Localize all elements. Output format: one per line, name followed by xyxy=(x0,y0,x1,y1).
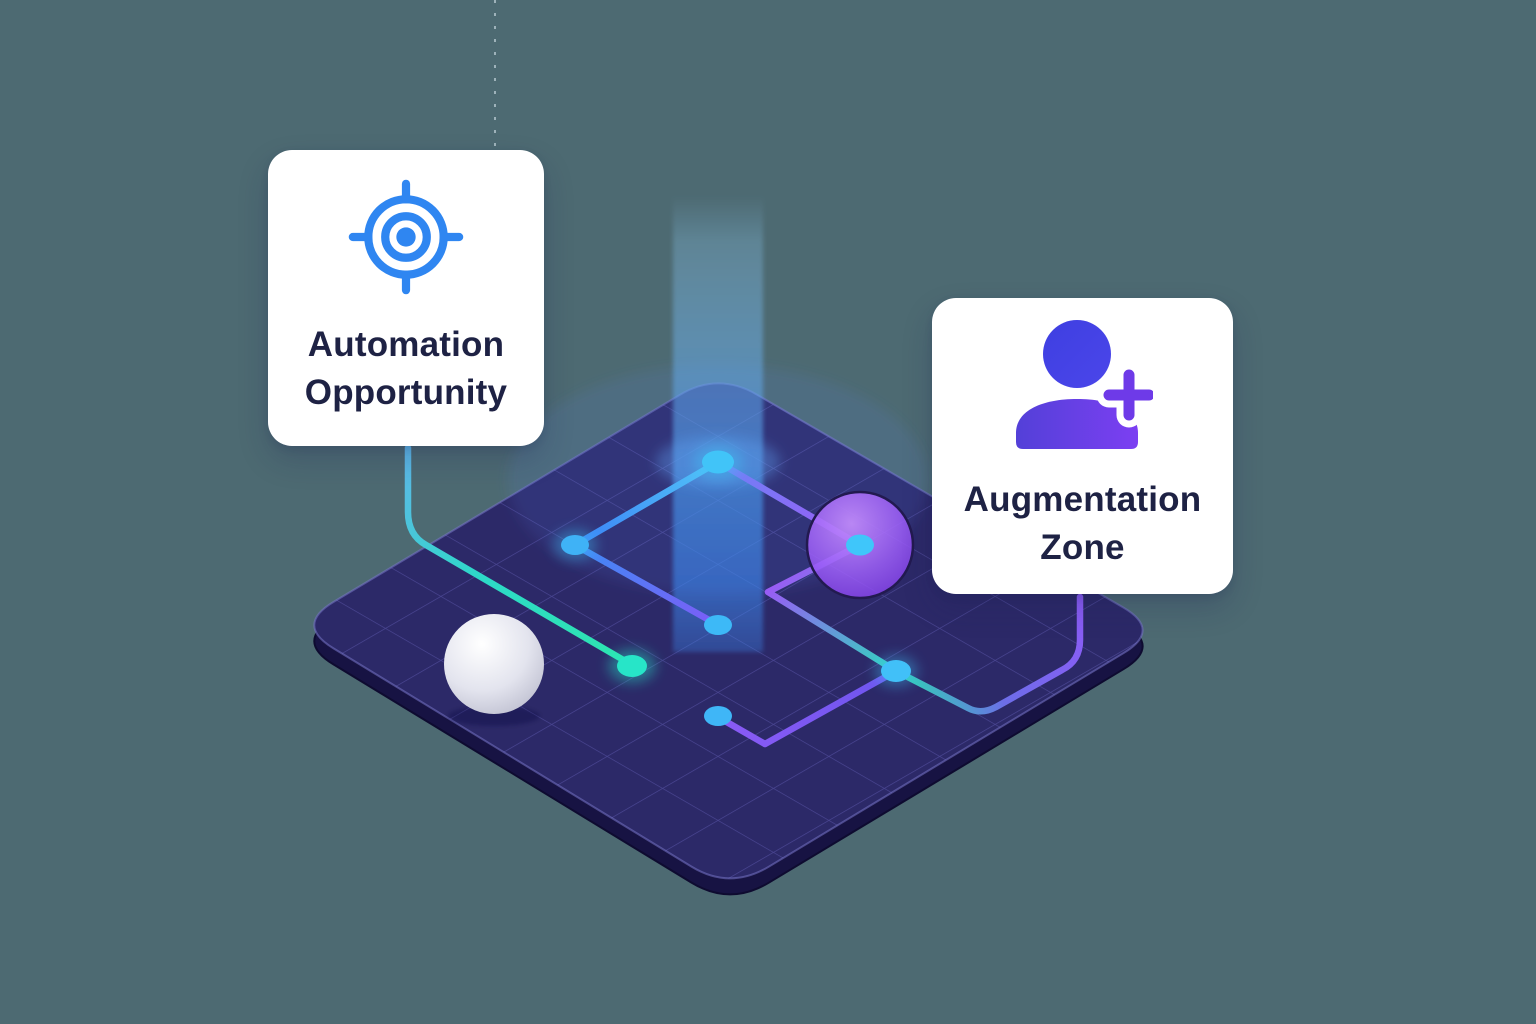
white-sphere xyxy=(444,614,544,714)
automation-opportunity-card: Automation Opportunity xyxy=(268,150,544,446)
circuit-node xyxy=(704,706,732,726)
card-label: Automation Opportunity xyxy=(305,321,507,417)
white-sphere-shadow xyxy=(448,706,540,726)
card-label-line: Automation xyxy=(307,325,505,364)
light-beam xyxy=(673,196,763,652)
card-label-line: Zone xyxy=(1040,528,1125,567)
circuit-line xyxy=(571,541,722,629)
circuit-node-teal xyxy=(617,655,647,677)
automation-connector-line xyxy=(404,444,636,669)
circuit-line xyxy=(714,667,900,748)
target-icon xyxy=(348,179,464,295)
card-label: Augmentation Zone xyxy=(964,476,1202,572)
circuit-node xyxy=(846,534,874,556)
card-label-line: Augmentation xyxy=(963,480,1202,519)
dotted-guide-line xyxy=(494,0,496,150)
circuit-node xyxy=(704,615,732,635)
circuit-nodes xyxy=(553,444,918,726)
user-plus-icon xyxy=(1015,320,1153,449)
card-label-line: Opportunity xyxy=(304,373,508,412)
circuit-line xyxy=(571,458,722,549)
augmentation-zone-card: Augmentation Zone xyxy=(932,298,1233,594)
circuit-node xyxy=(881,660,911,682)
circuit-node xyxy=(702,450,734,474)
circuit-node xyxy=(561,535,589,555)
augmentation-connector-line xyxy=(892,593,1084,715)
